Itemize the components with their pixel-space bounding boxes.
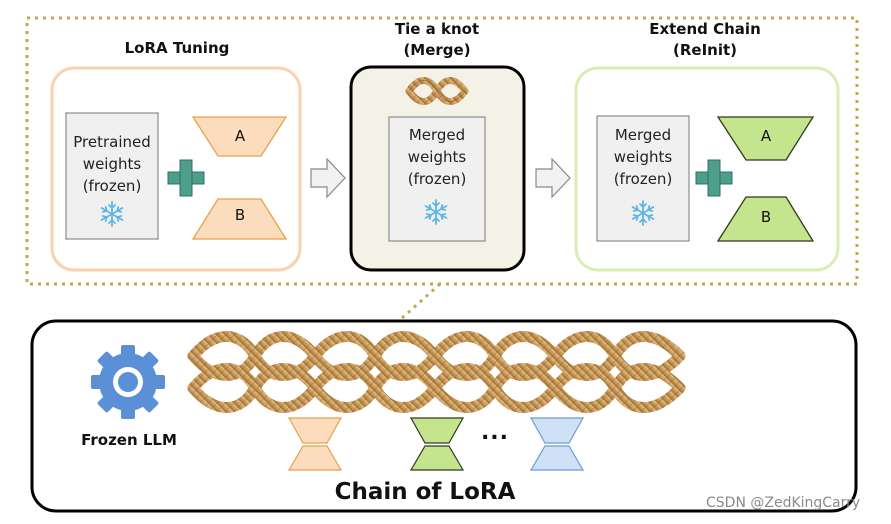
lora-tuning-title: LoRA Tuning <box>124 39 230 57</box>
gear-icon <box>91 345 165 419</box>
adapter-a-label: A <box>234 127 246 145</box>
chain-of-lora-title: Chain of LoRA <box>334 479 516 505</box>
weights-line: (frozen) <box>407 170 467 188</box>
extend-title-line2: (ReInit) <box>672 41 737 59</box>
merge-title-line2: (Merge) <box>403 41 471 59</box>
ellipsis-label: ... <box>480 420 510 445</box>
weights-line: (frozen) <box>613 170 673 188</box>
small-adapter-orange <box>287 417 343 471</box>
adapter-b-label-extend: B <box>760 208 772 226</box>
extend-title-line1: Extend Chain <box>649 20 761 38</box>
dotted-frame <box>25 16 859 286</box>
small-adapter-blue <box>529 417 585 471</box>
weights-line: Pretrained <box>73 133 151 151</box>
adapter-b-lora <box>191 198 288 240</box>
arrow-right-icon <box>310 158 346 198</box>
merge-title: Tie a knot (Merge) <box>352 19 522 61</box>
frozen-llm-label: Frozen LLM <box>81 431 177 449</box>
arrow-right-icon <box>535 158 571 198</box>
merged-weights-box <box>388 116 486 242</box>
weights-line: weights <box>407 148 467 166</box>
weights-line: Merged <box>614 126 672 144</box>
adapter-a-label-extend: A <box>760 127 772 145</box>
weights-line: Merged <box>408 126 466 144</box>
adapter-a-lora <box>191 116 288 157</box>
extend-title: Extend Chain (ReInit) <box>610 19 800 61</box>
rope-chain-icon <box>187 331 686 413</box>
adapter-b-label: B <box>234 206 246 224</box>
weights-line: (frozen) <box>82 177 142 195</box>
adapter-b-extend <box>716 196 815 242</box>
pretrained-weights-label: Pretrained weights (frozen) <box>66 131 158 197</box>
adapter-a-extend <box>716 116 815 161</box>
weights-line: weights <box>613 148 673 166</box>
weights-line: weights <box>82 155 142 173</box>
merge-title-line1: Tie a knot <box>394 20 480 38</box>
merged-weights-label-2: Merged weights (frozen) <box>597 124 689 190</box>
watermark: CSDN @ZedKingCarry <box>706 495 861 511</box>
merged-weights-label: Merged weights (frozen) <box>389 124 485 190</box>
small-adapter-green <box>409 417 465 471</box>
